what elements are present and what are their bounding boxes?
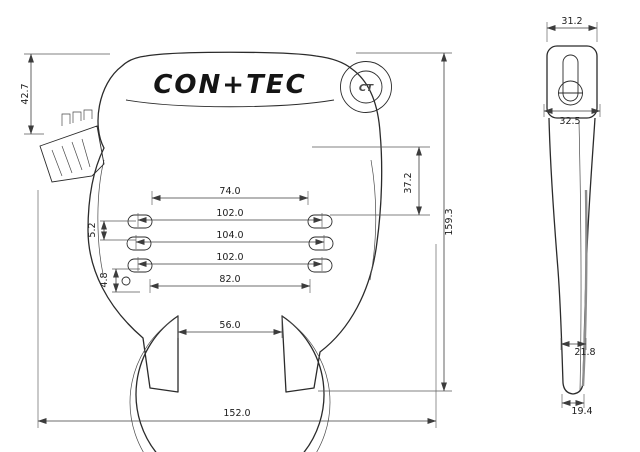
side-seam-line (578, 121, 582, 391)
dim-total-width: 152.0 (37, 190, 437, 428)
dim-width-102-upper: 102.0 (137, 208, 323, 227)
dim-label: 31.2 (561, 16, 582, 27)
emblem-outer-circle (340, 61, 392, 113)
front-dimensions: 42.7 37.2 74.0 102.0 104.0 (20, 52, 455, 428)
side-view (546, 45, 598, 395)
dim-label: 4.8 (99, 272, 110, 287)
dim-label: 104.0 (216, 230, 243, 241)
dim-side-blade-mid: 21.8 (560, 338, 596, 358)
lever-teeth (61, 109, 93, 126)
dim-label: 21.8 (574, 347, 595, 358)
left-seam (97, 159, 105, 275)
dim-label: 37.2 (403, 172, 414, 193)
front-view: CON+TEC CT (39, 51, 392, 452)
dim-gap-56: 56.0 (177, 315, 283, 338)
pin-hole (121, 276, 131, 286)
dim-width-82: 82.0 (149, 274, 311, 293)
right-seam (369, 159, 377, 281)
slot (307, 258, 333, 273)
dim-slot-gap: 4.8 (99, 268, 140, 293)
bolt-slots-left (121, 214, 153, 286)
dim-top-inset: 37.2 (312, 146, 430, 216)
dim-lever-offset: 42.7 (20, 53, 110, 135)
dim-label: 32.5 (559, 116, 580, 127)
dim-width-74: 74.0 (151, 186, 309, 205)
dim-side-top-width: 31.2 (546, 16, 598, 42)
slot (127, 214, 153, 229)
side-head-outline (546, 45, 598, 119)
emblem-inner-circle (349, 70, 383, 104)
lever-outline (39, 125, 105, 183)
slot (126, 236, 152, 251)
dim-slot-pitch: 5.2 (87, 220, 136, 241)
slot (307, 214, 333, 229)
dim-label: 159.3 (444, 208, 455, 235)
dim-label: 5.2 (87, 222, 98, 237)
dim-width-102-lower: 102.0 (137, 252, 323, 271)
dim-side-blade-tip: 19.4 (561, 394, 593, 417)
side-edge-shading (581, 189, 588, 387)
bolt-slots-right (307, 214, 334, 273)
emblem-letters: CT (359, 83, 374, 94)
dim-label: 102.0 (216, 252, 243, 263)
brand-logo-text: CON+TEC (153, 70, 306, 100)
top-plate-seam (125, 99, 335, 108)
inner-rim-line (129, 319, 331, 452)
contec-emblem-icon: CT (340, 61, 392, 113)
dim-label: 19.4 (571, 406, 592, 417)
dim-label: 56.0 (219, 320, 240, 331)
dim-label: 152.0 (223, 408, 250, 419)
dim-width-104: 104.0 (135, 230, 325, 249)
slot (127, 258, 153, 273)
keyhole-slot (562, 54, 579, 102)
dim-total-height: 159.3 (318, 52, 455, 392)
release-lever (39, 109, 105, 183)
dim-label: 42.7 (20, 83, 31, 104)
dim-side-head-width: 32.5 (543, 104, 601, 127)
dim-label: 74.0 (219, 186, 240, 197)
dim-label: 102.0 (216, 208, 243, 219)
lever-hatching (51, 138, 91, 177)
side-dimensions: 31.2 32.5 21.8 19.4 (543, 16, 601, 417)
slot (308, 236, 334, 251)
lock-body-outline (87, 51, 383, 452)
dim-label: 82.0 (219, 274, 240, 285)
